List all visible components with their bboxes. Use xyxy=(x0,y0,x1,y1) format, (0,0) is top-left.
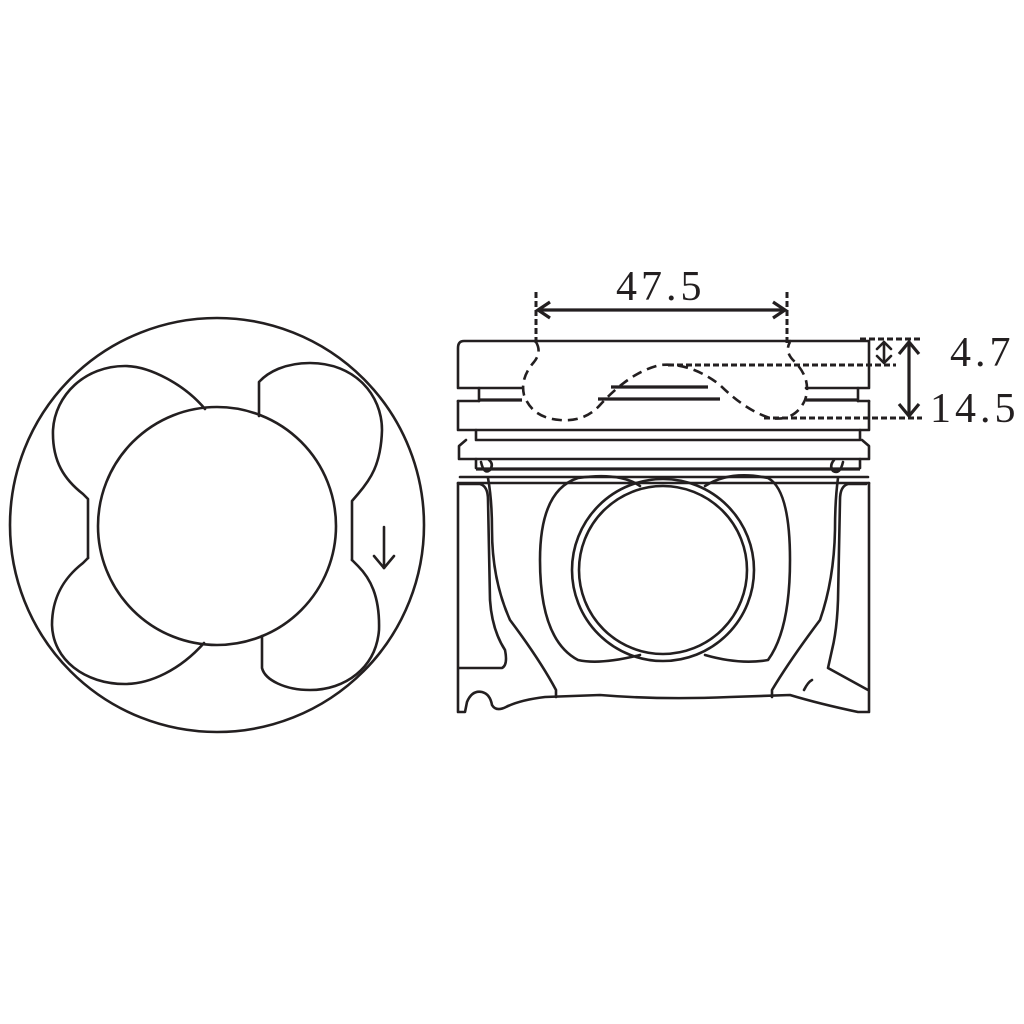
third-land xyxy=(457,438,871,461)
dim-label-14-5: 14.5 xyxy=(930,386,1020,432)
skirt xyxy=(456,481,871,714)
side-view: 47.5 4.7 14.5 xyxy=(456,264,1020,714)
direction-arrow-icon xyxy=(372,525,396,570)
second-land xyxy=(456,399,871,432)
top-view xyxy=(8,316,426,734)
valve-pocket-lower-left xyxy=(50,556,206,686)
dimension-depth-14-5: 14.5 xyxy=(764,339,1020,432)
combustion-bowl-hidden-line xyxy=(521,341,809,422)
outer-circle xyxy=(8,316,426,734)
dim-label-4-7: 4.7 xyxy=(950,330,1015,376)
dimension-bowl-width: 47.5 xyxy=(534,264,789,345)
pin-bore-inner xyxy=(577,484,749,656)
pin-bore-outer xyxy=(570,477,756,663)
valve-pocket-upper-left xyxy=(51,364,207,560)
valve-pocket-lower-right xyxy=(260,558,381,692)
combustion-bowl-circle xyxy=(96,405,338,647)
valve-pocket-upper-right xyxy=(257,361,384,562)
dim-label-47-5: 47.5 xyxy=(616,264,706,310)
dimension-depth-4-7: 4.7 xyxy=(668,330,1015,376)
top-land xyxy=(456,339,538,390)
pin-boss xyxy=(538,474,792,663)
